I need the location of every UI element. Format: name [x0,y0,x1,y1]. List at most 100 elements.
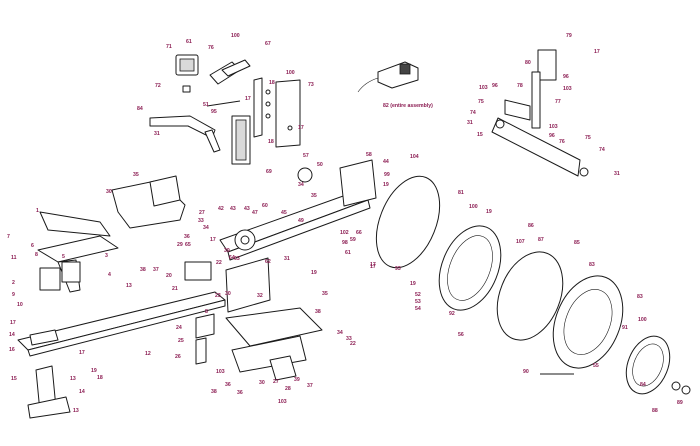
part-number-callout: 17 [245,96,251,102]
monitor-post [253,77,263,138]
part-number-callout: 103 [216,369,225,375]
part-number-callout: 22 [350,341,356,347]
front-leg-base [491,117,581,177]
top-bracket [537,49,557,81]
part-number-callout: 72 [155,83,161,89]
part-number-callout: 34 [298,182,304,188]
part-number-callout: 98 [342,240,348,246]
front-leg-brace [504,99,531,121]
front-leg-stand [491,49,589,177]
part-number-callout: 90 [523,369,529,375]
flywheel-cover-back [375,175,441,269]
part-number-callout: 13 [70,376,76,382]
part-number-callout: 83 [589,262,595,268]
part-number-callout: 13 [73,408,79,414]
frame-plate [225,257,271,313]
part-number-callout: 104 [410,154,419,160]
part-number-callout: 19 [410,281,416,287]
part-number-callout: 23 [215,293,221,299]
part-number-callout: 84 [640,382,646,388]
handle-bracket-face [235,119,247,161]
part-number-callout: 103 [278,399,287,405]
foot-cap [495,119,505,129]
part-number-callout: 33 [346,336,352,342]
part-number-callout: 43 [230,206,236,212]
part-number-callout: 39 [294,377,300,383]
part-number-callout: 31 [467,120,473,126]
assembly-caption: 82 (entire assembly) [383,103,433,109]
flywheel-cover-front [552,275,624,369]
part-number-callout: 17 [79,350,85,356]
part-number-callout: 19 [311,270,317,276]
part-number-callout: 58 [366,152,372,158]
seat-sensor-assembly [357,61,419,93]
part-number-callout: 100 [638,317,647,323]
part-number-callout: 89 [677,400,683,406]
part-number-callout: 96 [492,83,498,89]
seat-cushion [39,211,111,237]
frame-rail-side [227,199,371,261]
part-number-callout: 74 [470,110,476,116]
damper-knob [681,385,691,395]
part-number-callout: 36 [225,382,231,388]
flywheel-assembly [375,175,691,395]
foot-cap [579,167,589,177]
part-number-callout: 20 [166,273,172,279]
part-number-callout: 33 [198,218,204,224]
part-number-callout: 8 [35,252,38,258]
part-number-callout: 35 [311,193,317,199]
part-number-callout: 30 [106,189,112,195]
part-number-callout: 7 [7,234,10,240]
part-number-callout: 2 [12,280,15,286]
monitor-post-plate [275,79,301,148]
part-number-callout: 62 [265,259,271,265]
part-number-callout: 38 [140,267,146,273]
part-number-callout: 95 [211,109,217,115]
cover-grille [563,289,613,355]
part-number-callout: 21 [172,286,178,292]
part-number-callout: 86 [528,223,534,229]
part-number-callout: 75 [585,135,591,141]
damper-cover [625,335,671,395]
part-number-callout: 83 [637,294,643,300]
part-number-callout: 45 [281,210,287,216]
part-number-callout: 103 [563,86,572,92]
part-number-callout: 16 [9,347,15,353]
part-number-callout: 25 [178,338,184,344]
fastener [265,101,271,107]
part-number-callout: 8 [205,309,208,315]
part-number-callout: 69 [266,169,272,175]
frame-assembly [111,159,377,381]
part-number-callout: 17 [594,49,600,55]
part-number-callout: 102 [340,230,349,236]
part-number-callout: 34 [337,330,343,336]
part-number-callout: 56 [458,332,464,338]
part-number-callout: 100 [469,204,478,210]
part-number-callout: 60 [262,203,268,209]
part-number-callout: 67 [265,41,271,47]
part-number-callout: 3 [105,253,108,259]
part-number-callout: 37 [307,383,313,389]
part-number-callout: 87 [538,237,544,243]
part-number-callout: 51 [203,102,209,108]
part-number-callout: 49 [298,218,304,224]
part-number-callout: 31 [154,131,160,137]
part-number-callout: 44 [383,159,389,165]
part-number-callout: 19 [383,182,389,188]
part-number-callout: 22 [216,260,222,266]
pulley [297,167,313,183]
part-number-callout: 38 [211,389,217,395]
part-number-callout: 59 [350,237,356,243]
part-number-callout: 17 [298,125,304,131]
part-number-callout: 100 [286,70,295,76]
part-number-callout: 1 [36,208,39,214]
part-number-callout: 52 [415,292,421,298]
part-number-callout: 47 [252,210,258,216]
part-number-callout: 27 [199,210,205,216]
part-number-callout: 13 [126,283,132,289]
stretcher-bracket [149,175,181,207]
part-number-callout: 18 [269,80,275,86]
chain-guide [339,159,377,207]
